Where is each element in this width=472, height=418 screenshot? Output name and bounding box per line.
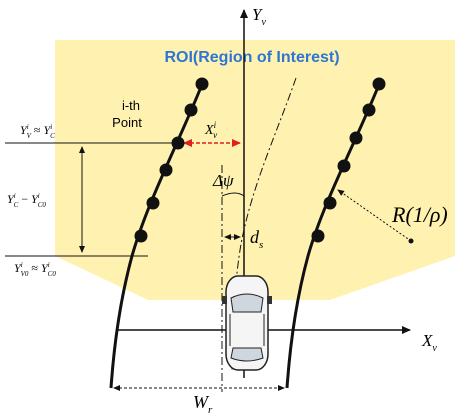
lane-point xyxy=(372,77,386,91)
lane-point xyxy=(159,163,173,177)
lane-point xyxy=(323,196,337,210)
lane-point xyxy=(146,196,160,210)
lane-point xyxy=(362,103,376,117)
delta-psi-label: Δψ xyxy=(212,171,234,190)
roi-title: ROI(Region of Interest) xyxy=(164,49,339,66)
lane-point xyxy=(171,136,185,150)
x-axis-label: Xv xyxy=(421,331,437,354)
lane-point xyxy=(195,77,209,91)
car-top-view-icon xyxy=(222,275,272,371)
delta-psi-arc xyxy=(221,192,245,197)
ith-point-label-line1: i-th xyxy=(122,98,140,113)
radius-arrow xyxy=(337,189,412,242)
lane-point xyxy=(134,229,148,243)
y-axis-label: Yv xyxy=(252,5,266,28)
left-lane-points xyxy=(134,77,209,243)
left-lane-line xyxy=(109,81,205,389)
lane-point xyxy=(184,103,198,117)
wr-label: Wr xyxy=(193,392,213,416)
radius-label: R(1/ρ) xyxy=(391,202,448,227)
ds-label: ds xyxy=(250,227,263,251)
lane-point xyxy=(337,159,351,173)
roi-region xyxy=(55,40,455,300)
lane-point xyxy=(349,131,363,145)
lane-point xyxy=(311,229,325,243)
right-lane-points xyxy=(311,77,386,243)
ith-point-label-line2: Point xyxy=(112,115,142,130)
curvature-center-dot xyxy=(408,238,414,244)
